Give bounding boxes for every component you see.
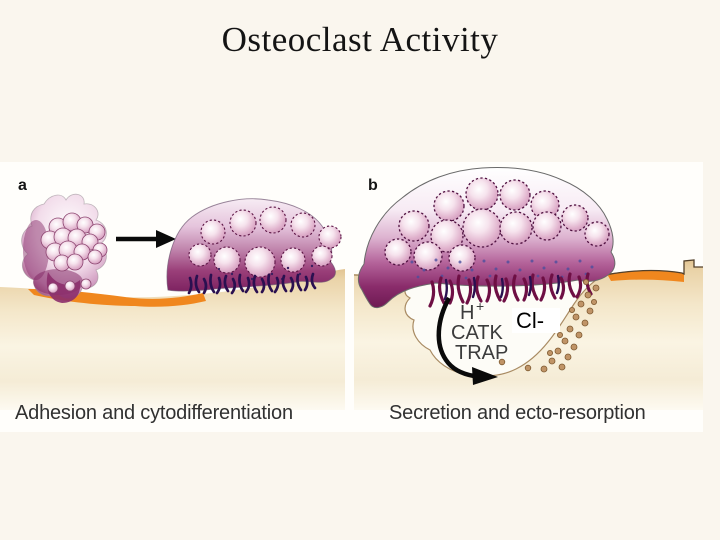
ruffled-border-a — [187, 272, 317, 295]
bone-surface-a — [0, 269, 345, 410]
resorbed-particles — [498, 279, 600, 373]
panel-a: a Adhesion and cytodifferentiation — [0, 177, 345, 424]
chloride-label: Cl- — [516, 308, 544, 333]
osteoclast-adhering — [166, 198, 342, 295]
cathepsin-k-label: CATK — [451, 322, 504, 344]
precursor-nuclei — [40, 212, 108, 294]
ruffled-border-b — [428, 272, 593, 308]
osteoclast-a-nuclei — [188, 206, 342, 278]
osteoclast-b-speckles — [410, 258, 594, 280]
panel-b: H + CATK TRAP Cl- b Secretion and ecto-r… — [353, 167, 703, 424]
slide-title: Osteoclast Activity — [221, 20, 499, 59]
panel-a-letter: a — [18, 177, 27, 194]
panel-a-caption: Adhesion and cytodifferentiation — [15, 402, 293, 424]
osteoclast-b-nuclei — [384, 177, 610, 272]
bone-surface-outline-right — [604, 259, 703, 276]
trap-label: TRAP — [455, 342, 508, 364]
osteoclast-a-speckles — [217, 264, 314, 281]
differentiation-arrow-icon — [116, 230, 176, 248]
ruffled-border-b-dark — [443, 274, 560, 301]
figure-canvas: a Adhesion and cytodifferentiation — [0, 162, 703, 432]
osteoclast-precursor-cluster — [21, 193, 108, 303]
panel-b-letter: b — [368, 177, 378, 194]
osteoclast-resorbing — [357, 167, 616, 309]
proton-label: H — [460, 302, 474, 324]
chloride-label-background — [512, 308, 560, 333]
sealing-zone-b — [607, 270, 684, 282]
cluster-foot — [46, 272, 81, 303]
panel-b-caption: Secretion and ecto-resorption — [389, 402, 646, 424]
secretion-arrow-icon — [436, 296, 498, 385]
proton-charge-label: + — [476, 298, 484, 314]
osteoclast-figure: a Adhesion and cytodifferentiation — [0, 162, 703, 432]
